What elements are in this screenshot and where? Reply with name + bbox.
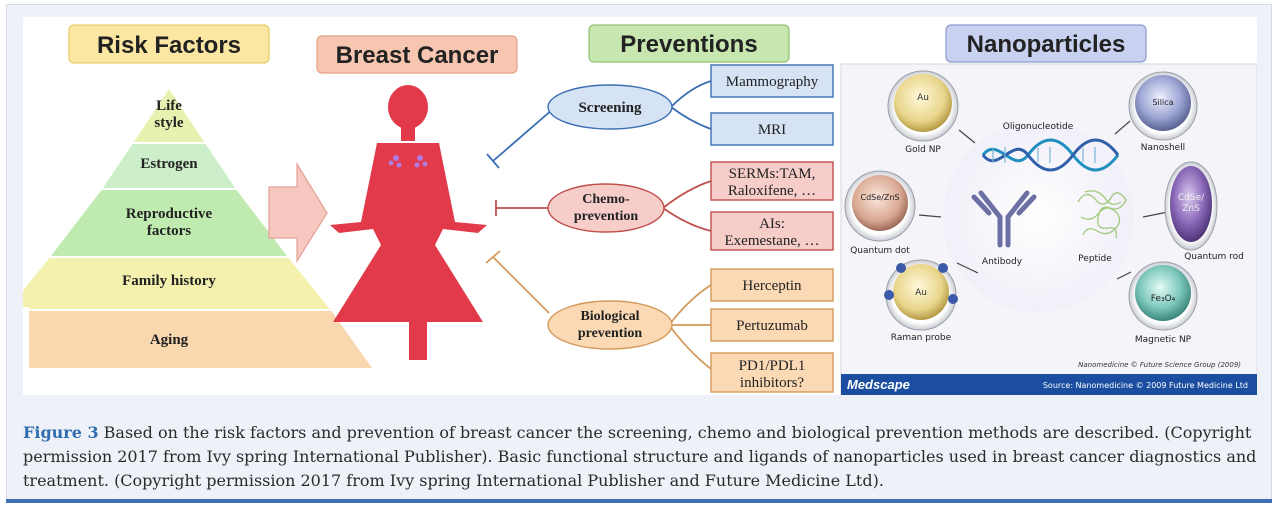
nanoparticle-panel: Au Gold NP CdSe/ZnS Quantum dot Au Raman… — [840, 63, 1257, 395]
risk-to-cancer-arrow — [268, 161, 328, 264]
medscape-source: Source: Nanomedicine © 2009 Future Medic… — [1043, 381, 1248, 390]
screening-inhibition-line — [492, 108, 554, 162]
screening-branch-2 — [670, 106, 712, 130]
magnetic-np: Fe₃O₄ Magnetic NP — [1128, 261, 1198, 345]
mammography-label: Mammography — [726, 74, 819, 90]
chemo-label-line2: prevention — [574, 209, 639, 224]
chemo-item-serms: SERMs:TAM, Raloxifene, … — [710, 161, 834, 201]
biological-node: Biological prevention — [547, 300, 673, 350]
chemo-branch-2 — [662, 207, 712, 232]
quantum-dot-label: Quantum dot — [850, 246, 910, 256]
risk-pyramid: Life style Estrogen Reproductive factors… — [23, 85, 376, 373]
quantum-rod-label: Quantum rod — [1184, 252, 1244, 262]
caption-text: Based on the risk factors and prevention… — [23, 423, 1257, 490]
gold-np-label: Gold NP — [905, 145, 941, 155]
bio-item-pd1: PD1/PDL1 inhibitors? — [710, 352, 834, 393]
oligonucleotide-label: Oligonucleotide — [1003, 122, 1074, 132]
pyramid-level-estrogen: Estrogen — [140, 156, 198, 172]
screening-label: Screening — [578, 100, 642, 116]
serms-line1: SERMs:TAM, — [729, 166, 816, 182]
header-preventions: Preventions — [588, 24, 790, 63]
nano-center-shell — [943, 122, 1133, 312]
magnetic-np-core: Fe₃O₄ — [1151, 294, 1176, 304]
chemo-branch-1 — [662, 180, 712, 209]
screening-branch-1 — [670, 80, 712, 108]
medscape-logo: Medscape — [847, 377, 910, 392]
quantum-rod: CdSe/ ZnS Quantum rod — [1164, 161, 1244, 262]
antibody-label: Antibody — [982, 257, 1023, 267]
header-nanoparticles: Nanoparticles — [945, 24, 1147, 63]
quantum-dot: CdSe/ZnS Quantum dot — [844, 170, 916, 256]
chemo-node: Chemo- prevention — [547, 183, 665, 233]
bio-label-line2: prevention — [578, 326, 643, 341]
figure-bottom-rule — [6, 499, 1272, 503]
pyramid-level-reproductive-line1: Reproductive — [126, 206, 213, 222]
oligonucleotide-icon — [981, 138, 1120, 172]
raman-probe: Au Raman probe — [884, 259, 958, 343]
gold-np-core: Au — [917, 93, 929, 103]
breast-highlight-icon — [388, 155, 428, 168]
woman-figure — [330, 85, 487, 360]
gold-np: Au Gold NP — [887, 70, 959, 155]
header-risk-factors: Risk Factors — [68, 24, 270, 64]
peptide-icon — [1077, 190, 1127, 239]
figure-caption: Figure 3 Based on the risk factors and p… — [23, 421, 1259, 493]
raman-probe-core: Au — [915, 288, 927, 298]
nanoparticles-title: Nanoparticles — [967, 31, 1126, 58]
quantum-rod-core-line2: ZnS — [1182, 204, 1200, 214]
pertuzumab-label: Pertuzumab — [736, 318, 808, 334]
serms-line2: Raloxifene, … — [728, 183, 816, 199]
nano-credit: Nanomedicine © Future Science Group (200… — [1078, 361, 1241, 369]
preventions-title: Preventions — [620, 31, 757, 58]
bio-inhibition-line — [492, 256, 550, 314]
pd1-line1: PD1/PDL1 — [739, 358, 806, 374]
nanoshell-label: Nanoshell — [1141, 143, 1185, 153]
raman-probe-label: Raman probe — [891, 333, 952, 343]
magnetic-np-label: Magnetic NP — [1135, 335, 1192, 345]
pd1-line2: inhibitors? — [740, 375, 805, 391]
bio-item-pertuzumab: Pertuzumab — [710, 308, 834, 342]
pyramid-level-family-history: Family history — [122, 273, 216, 289]
quantum-dot-core: CdSe/ZnS — [861, 193, 900, 202]
ais-line2: Exemestane, … — [725, 233, 820, 249]
chemo-label-line1: Chemo- — [582, 192, 630, 207]
header-breast-cancer: Breast Cancer — [316, 35, 518, 74]
risk-factors-title: Risk Factors — [97, 32, 241, 59]
quantum-rod-core-line1: CdSe/ — [1178, 193, 1205, 203]
figure-diagram: Risk Factors Breast Cancer Preventions N… — [23, 24, 1257, 395]
bio-inhibition-bar — [485, 250, 501, 264]
ais-line1: AIs: — [759, 216, 785, 232]
bio-label-line1: Biological — [580, 309, 639, 324]
screening-inhibition-bar — [486, 153, 500, 169]
herceptin-label: Herceptin — [742, 278, 802, 294]
pyramid-level-lifestyle-line2: style — [154, 115, 184, 131]
screening-item-mri: MRI — [710, 112, 834, 146]
bio-item-herceptin: Herceptin — [710, 268, 834, 302]
bio-branch-1 — [668, 284, 712, 326]
peptide-label: Peptide — [1078, 254, 1112, 264]
figure-label: Figure 3 — [23, 423, 99, 442]
pyramid-level-reproductive-line2: factors — [147, 223, 191, 239]
antibody-icon — [971, 190, 1037, 248]
screening-item-mammography: Mammography — [710, 64, 834, 98]
medscape-bar — [841, 374, 1257, 395]
bio-branch-3 — [668, 324, 712, 370]
mri-label: MRI — [758, 122, 786, 138]
breast-cancer-title: Breast Cancer — [336, 42, 499, 69]
screening-node: Screening — [547, 84, 673, 130]
nanoshell-core: Silica — [1152, 98, 1173, 107]
figure-panel: Risk Factors Breast Cancer Preventions N… — [23, 17, 1257, 395]
pyramid-level-aging: Aging — [150, 332, 189, 348]
pyramid-level-lifestyle-line1: Life — [156, 98, 182, 114]
chemo-item-ais: AIs: Exemestane, … — [710, 211, 834, 251]
nanoshell: Silica Nanoshell — [1128, 71, 1198, 153]
